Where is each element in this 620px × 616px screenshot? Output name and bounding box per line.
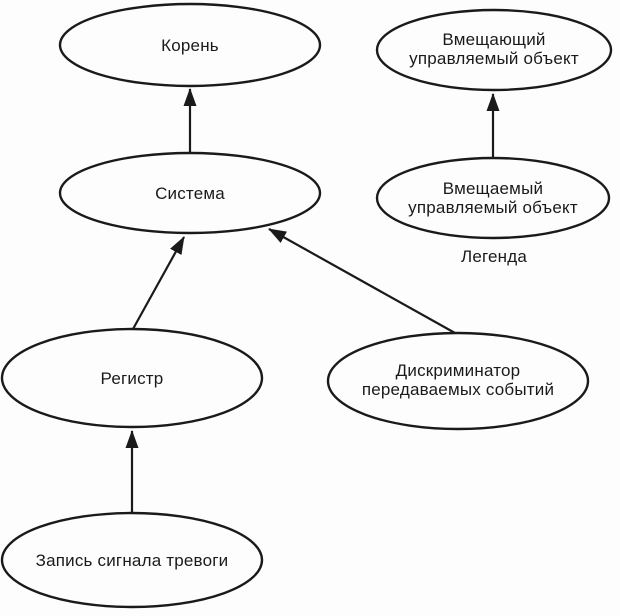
node-alarm-record-label: Запись сигнала тревоги — [36, 551, 229, 570]
node-register-shape — [0, 327, 264, 429]
node-system-shape — [58, 151, 322, 235]
edge-discriminator-to-system-arrow — [268, 228, 456, 334]
node-root-shape — [58, 2, 322, 88]
node-contained-managed-object-label-line2: управляемый объект — [408, 198, 578, 217]
node-event-forwarding-discriminator-shape — [326, 331, 590, 431]
node-system-label: Система — [155, 184, 225, 203]
node-containing-managed-object-label-line1: Вмещающий — [442, 30, 545, 49]
node-contained-managed-object-shape — [375, 156, 611, 240]
edge-register-to-system-arrow — [132, 236, 185, 330]
node-containing-managed-object-shape — [375, 8, 613, 92]
node-event-forwarding-discriminator-label-line1: Дискриминатор — [396, 361, 521, 380]
node-event-forwarding-discriminator-label-line2: передаваемых событий — [362, 380, 554, 399]
node-register-label: Регистр — [101, 369, 164, 388]
node-root-label: Корень — [161, 36, 219, 55]
node-containing-managed-object-label-line2: управляемый объект — [409, 49, 579, 68]
node-contained-managed-object-label-line1: Вмещаемый — [443, 179, 543, 198]
legend-caption: Легенда — [461, 247, 527, 266]
node-alarm-record-shape — [0, 511, 264, 609]
